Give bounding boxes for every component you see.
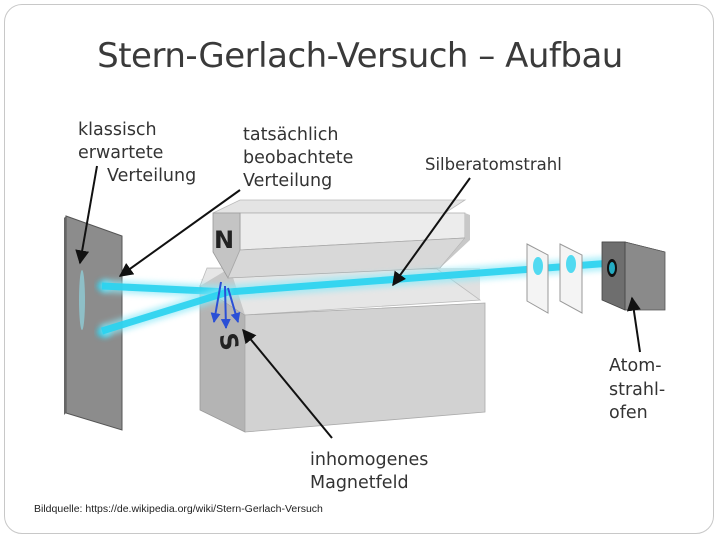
svg-text:tatsächlich: tatsächlich [243,125,338,145]
svg-text:beobachtete: beobachtete [243,148,353,168]
svg-text:Atom-: Atom- [609,356,662,376]
aperture-plates [526,243,583,314]
pointer-arrows [75,165,641,439]
svg-text:inhomogenes: inhomogenes [310,450,428,470]
label-field: inhomogenes Magnetfeld [310,450,428,493]
arrow-classical [75,165,98,265]
pole-north: N [214,226,234,254]
svg-text:ofen: ofen [609,403,648,423]
detection-screen [64,215,123,431]
svg-text:Verteilung: Verteilung [243,171,332,191]
magnet-north [212,199,470,279]
beam-upper-core [101,282,229,296]
atom-beam-oven [601,241,666,311]
label-classical: klassisch erwartete Verteilung [78,120,196,186]
label-beam: Silberatomstrahl [425,155,562,174]
svg-text:Magnetfeld: Magnetfeld [310,473,409,493]
pole-south: S [213,331,244,353]
beam-lower-core [100,288,230,335]
svg-text:erwartete: erwartete [78,143,163,163]
atom-beams [100,255,626,338]
beam-incoming-core [227,258,626,296]
arrow-observed [118,189,241,277]
svg-text:klassisch: klassisch [78,120,157,140]
arrow-beam [392,177,471,287]
image-source-caption: Bildquelle: https://de.wikipedia.org/wik… [34,503,323,515]
arrow-field [242,328,333,439]
svg-text:strahl-: strahl- [609,380,665,400]
label-oven: Atom- strahl- ofen [609,356,665,423]
svg-text:Verteilung: Verteilung [107,166,196,186]
slide-title: Stern-Gerlach-Versuch – Aufbau [97,36,623,76]
label-observed: tatsächlich beobachtete Verteilung [243,125,353,191]
arrow-oven [626,296,641,353]
field-arrows [210,281,241,329]
classical-smear [79,270,85,330]
